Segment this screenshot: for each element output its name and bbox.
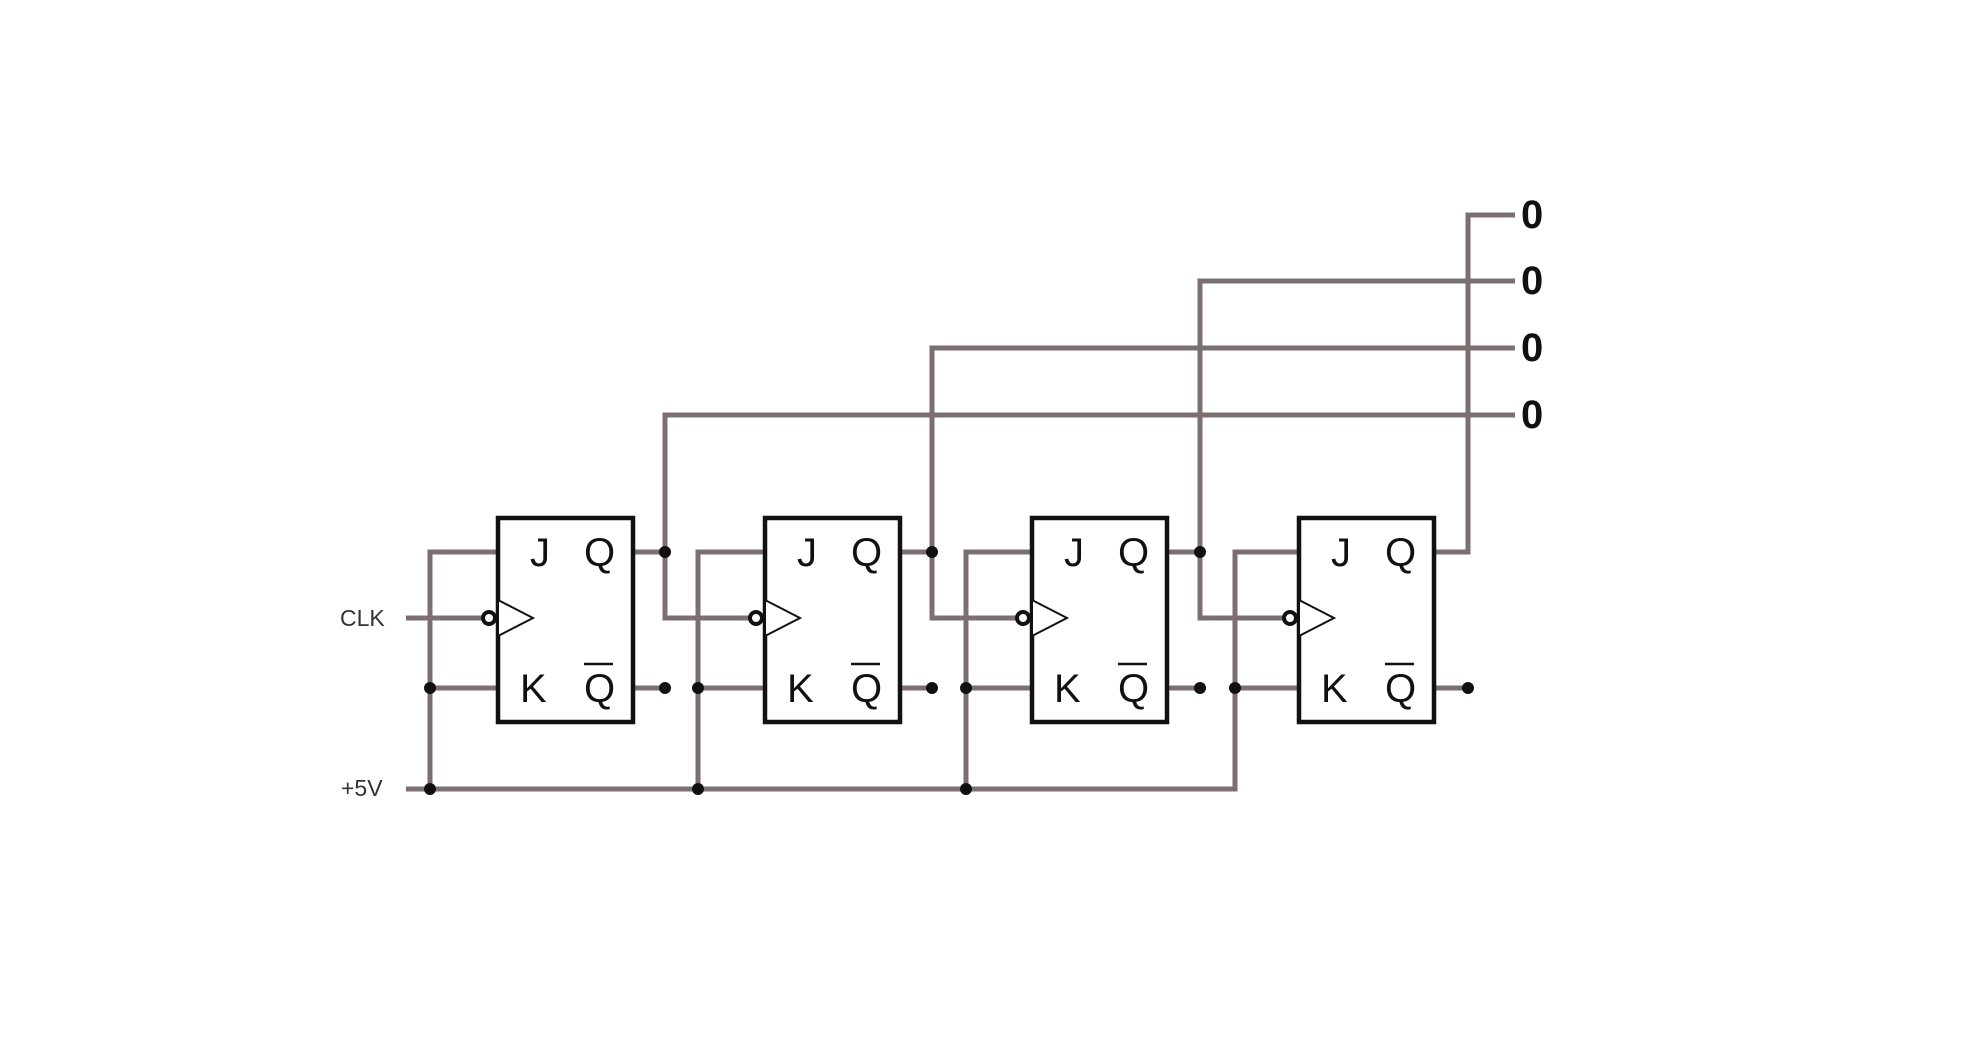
junction-dot bbox=[960, 783, 972, 795]
clock-triangle-icon bbox=[497, 598, 536, 638]
q1-output-wire bbox=[662, 412, 1515, 552]
flip-flop-2: J Q K Q bbox=[748, 515, 903, 725]
pin-q-label: Q bbox=[1118, 531, 1149, 575]
pin-qbar-label: Q bbox=[1385, 667, 1416, 711]
pin-k-label: K bbox=[1054, 667, 1081, 711]
junction-dot bbox=[1462, 682, 1474, 694]
q1-wire bbox=[633, 549, 750, 621]
pin-q-label: Q bbox=[851, 531, 882, 575]
supply-label: +5V bbox=[341, 775, 383, 801]
pin-j-label: J bbox=[530, 531, 550, 575]
q4-output-wire bbox=[1434, 212, 1515, 555]
pin-qbar-label: Q bbox=[584, 667, 615, 711]
output-bit-1: 0 bbox=[1521, 393, 1543, 437]
junctions bbox=[424, 546, 1474, 795]
clock-inversion-bubble-icon bbox=[1282, 610, 1298, 626]
pin-j-label: J bbox=[797, 531, 817, 575]
pin-j-label: J bbox=[1064, 531, 1084, 575]
junction-dot bbox=[926, 682, 938, 694]
clock-label: CLK bbox=[340, 605, 385, 631]
wires bbox=[406, 212, 1515, 792]
junction-dot bbox=[424, 682, 436, 694]
pin-k-label: K bbox=[520, 667, 547, 711]
q2-wire bbox=[900, 549, 1017, 621]
junction-dot bbox=[659, 682, 671, 694]
pin-qbar-label: Q bbox=[1118, 667, 1149, 711]
junction-dot bbox=[1229, 682, 1241, 694]
clock-triangle-icon bbox=[1298, 598, 1337, 638]
flip-flop-3: J Q K Q bbox=[1015, 515, 1170, 725]
clock-inversion-bubble-icon bbox=[748, 610, 764, 626]
pin-qbar-label: Q bbox=[851, 667, 882, 711]
output-bit-4: 0 bbox=[1521, 193, 1543, 237]
junction-dot bbox=[692, 682, 704, 694]
flip-flop-4: J Q K Q bbox=[1282, 515, 1437, 725]
supply-rail-wire bbox=[406, 549, 1297, 792]
junction-dot bbox=[960, 682, 972, 694]
pin-j-label: J bbox=[1331, 531, 1351, 575]
junction-dot bbox=[659, 546, 671, 558]
ff2-jk-tie-wire bbox=[695, 549, 765, 789]
pin-q-label: Q bbox=[584, 531, 615, 575]
ff1-jk-tie-wire bbox=[427, 549, 498, 789]
junction-dot bbox=[424, 783, 436, 795]
clock-inversion-bubble-icon bbox=[481, 610, 497, 626]
q3-output-wire bbox=[1197, 278, 1515, 552]
junction-dot bbox=[926, 546, 938, 558]
pin-k-label: K bbox=[1321, 667, 1348, 711]
clock-triangle-icon bbox=[1031, 598, 1070, 638]
pin-q-label: Q bbox=[1385, 531, 1416, 575]
q3-wire bbox=[1167, 549, 1284, 621]
q2-output-wire bbox=[929, 345, 1515, 552]
junction-dot bbox=[692, 783, 704, 795]
flip-flop-1: J Q K Q bbox=[481, 515, 636, 725]
pin-k-label: K bbox=[787, 667, 814, 711]
ff3-jk-tie-wire bbox=[963, 549, 1032, 789]
junction-dot bbox=[1194, 682, 1206, 694]
output-bit-3: 0 bbox=[1521, 259, 1543, 303]
junction-dot bbox=[1194, 546, 1206, 558]
clock-inversion-bubble-icon bbox=[1015, 610, 1031, 626]
output-bit-2: 0 bbox=[1521, 326, 1543, 370]
clock-triangle-icon bbox=[764, 598, 803, 638]
